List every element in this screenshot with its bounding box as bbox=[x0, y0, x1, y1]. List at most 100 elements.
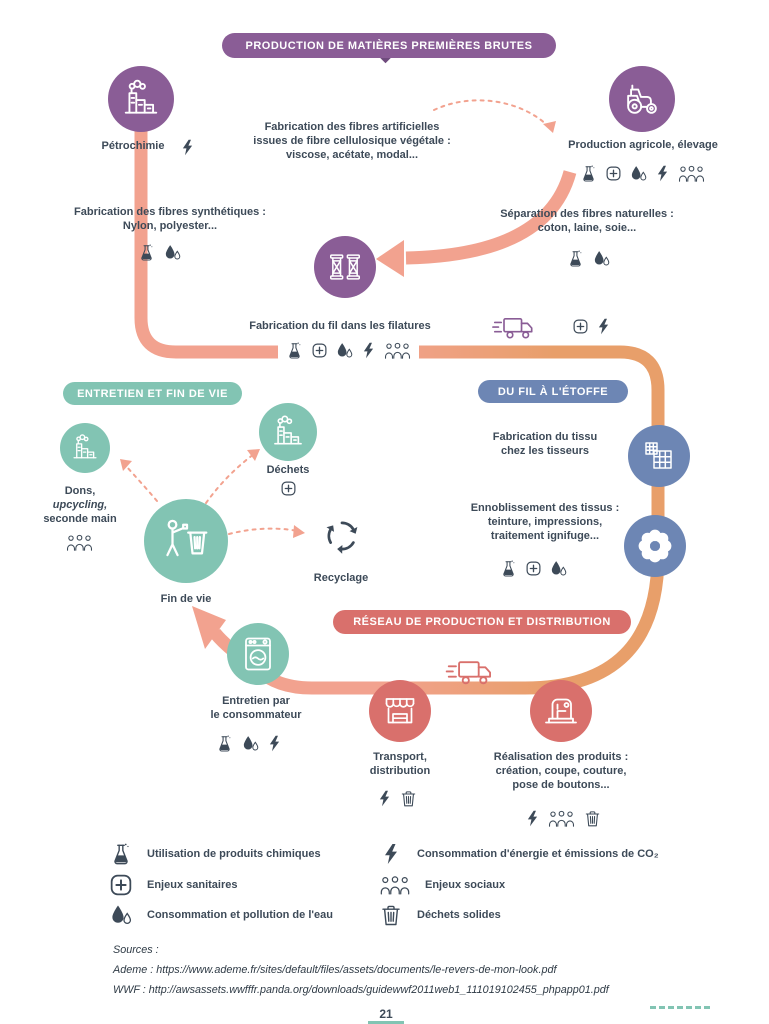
label-petrochimie: Pétrochimie bbox=[101, 140, 165, 152]
flask-icon bbox=[580, 165, 597, 182]
banner-reseau: RÉSEAU DE PRODUCTION ET DISTRIBUTION bbox=[333, 610, 631, 634]
legend-label: Consommation d'énergie et émissions de C… bbox=[417, 848, 659, 860]
arrow-agricole-to-spools bbox=[405, 170, 577, 265]
flask-icon bbox=[286, 342, 303, 359]
bolt-icon bbox=[181, 139, 194, 156]
tractor-icon bbox=[621, 78, 663, 120]
drops-icon bbox=[630, 165, 647, 182]
legend-label: Enjeux sociaux bbox=[425, 879, 506, 891]
page-number-underline bbox=[368, 1021, 404, 1024]
node-petrochimie-circle bbox=[108, 66, 174, 132]
node-fin-de-vie-circle bbox=[144, 499, 228, 583]
dashed-fin-to-dechets bbox=[205, 453, 255, 504]
node-dons-circle bbox=[60, 423, 110, 473]
impacts-transport-fil bbox=[573, 318, 610, 335]
label-transport-distribution: Transport, distribution bbox=[369, 751, 431, 777]
label-realisation: Réalisation des produits : création, cou… bbox=[493, 751, 629, 791]
fast-truck-icon bbox=[445, 657, 500, 688]
arrowhead-dons bbox=[120, 459, 132, 471]
recycle-icon bbox=[321, 515, 363, 557]
label-tissu: Fabrication du tissu chez les tisseurs bbox=[492, 431, 598, 457]
legend-icon-slot bbox=[110, 874, 132, 896]
label-ennoblissement: Ennoblissement des tissus : teinture, im… bbox=[470, 502, 620, 542]
drops-icon bbox=[242, 735, 259, 752]
label-dons: Dons, upcycling, seconde main bbox=[43, 485, 117, 525]
label-fibres-synthetiques: Fabrication des fibres synthétiques : Ny… bbox=[74, 206, 266, 232]
flask-icon bbox=[110, 843, 132, 865]
legend-label: Déchets solides bbox=[417, 909, 501, 921]
source-wwf: WWF : http://awsassets.wwfffr.panda.org/… bbox=[113, 984, 609, 996]
bolt-icon bbox=[526, 810, 539, 827]
legend-icon-slot bbox=[380, 904, 402, 926]
flask-icon bbox=[500, 560, 517, 577]
impacts-fibres-synthetiques bbox=[138, 244, 181, 261]
node-ennoblissement-circle bbox=[624, 515, 686, 577]
legend-icon-slot bbox=[110, 843, 132, 865]
people-icon bbox=[548, 810, 575, 827]
plus-icon bbox=[281, 481, 296, 496]
people-icon bbox=[66, 534, 93, 551]
legend-icon-slot bbox=[380, 843, 402, 865]
label-recyclage: Recyclage bbox=[313, 572, 369, 584]
legend-item-dechets-solides: Déchets solides bbox=[380, 904, 501, 926]
bolt-icon bbox=[656, 165, 669, 182]
impacts-transport-distribution bbox=[378, 790, 417, 807]
plus-icon bbox=[110, 874, 132, 896]
impacts-dechets bbox=[281, 481, 296, 496]
label-filatures: Fabrication du fil dans les filatures bbox=[249, 320, 431, 332]
drops-icon bbox=[110, 904, 132, 926]
drops-icon bbox=[336, 342, 353, 359]
node-entretien-circle bbox=[227, 623, 289, 685]
legend-item-sanitaires: Enjeux sanitaires bbox=[110, 874, 238, 896]
dashed-fin-to-recyclage bbox=[228, 527, 299, 535]
bolt-icon bbox=[597, 318, 610, 335]
person-trash-bin-icon bbox=[159, 514, 213, 568]
plus-icon bbox=[573, 319, 588, 334]
legend-label: Consommation et pollution de l'eau bbox=[147, 909, 333, 921]
washing-machine-icon bbox=[238, 634, 278, 674]
label-dechets: Déchets bbox=[266, 464, 310, 476]
node-tissu-circle bbox=[628, 425, 690, 487]
label-fin-de-vie: Fin de vie bbox=[160, 593, 212, 605]
plus-icon bbox=[312, 343, 327, 358]
impacts-agricole bbox=[580, 165, 705, 182]
impacts-realisation bbox=[526, 810, 601, 827]
node-agricole-circle bbox=[609, 66, 675, 132]
waste-factory-icon bbox=[270, 414, 306, 450]
label-entretien-conso: Entretien par le consommateur bbox=[210, 695, 302, 721]
plus-icon bbox=[526, 561, 541, 576]
arrowhead-agricole bbox=[376, 240, 404, 277]
banner-production: PRODUCTION DE MATIÈRES PREMIÈRES BRUTES bbox=[222, 33, 556, 58]
legend-item-eau: Consommation et pollution de l'eau bbox=[110, 904, 333, 926]
dashed-fin-to-dons bbox=[125, 465, 158, 502]
storefront-icon bbox=[380, 691, 420, 731]
plus-icon bbox=[606, 166, 621, 181]
flask-icon bbox=[567, 250, 584, 267]
flask-icon bbox=[138, 244, 155, 261]
second-hand-shop-icon bbox=[70, 433, 100, 463]
label-fibres-naturelles: Séparation des fibres naturelles : coton… bbox=[500, 208, 674, 234]
arrowhead-dashed-arc bbox=[543, 121, 556, 133]
trash-icon bbox=[584, 810, 601, 827]
bolt-icon bbox=[378, 790, 391, 807]
people-icon bbox=[678, 165, 705, 182]
trash-icon bbox=[380, 904, 402, 926]
sewing-machine-icon bbox=[541, 691, 581, 731]
dashed-arc-fibres bbox=[433, 99, 550, 128]
factory-icon bbox=[120, 78, 162, 120]
legend-icon-slot bbox=[110, 904, 132, 926]
bolt-icon bbox=[380, 843, 402, 865]
legend-item-energie: Consommation d'énergie et émissions de C… bbox=[380, 843, 659, 865]
people-icon bbox=[384, 342, 411, 359]
node-dechets-circle bbox=[259, 403, 317, 461]
impacts-petrochimie bbox=[181, 139, 194, 156]
page-number: 21 bbox=[379, 1007, 393, 1021]
legend-label: Enjeux sanitaires bbox=[147, 879, 238, 891]
flask-icon bbox=[216, 735, 233, 752]
impacts-filatures bbox=[278, 339, 419, 362]
people-icon bbox=[380, 874, 410, 896]
drops-icon bbox=[593, 250, 610, 267]
label-fibres-artificielles: Fabrication des fibres artificielles iss… bbox=[253, 121, 451, 161]
